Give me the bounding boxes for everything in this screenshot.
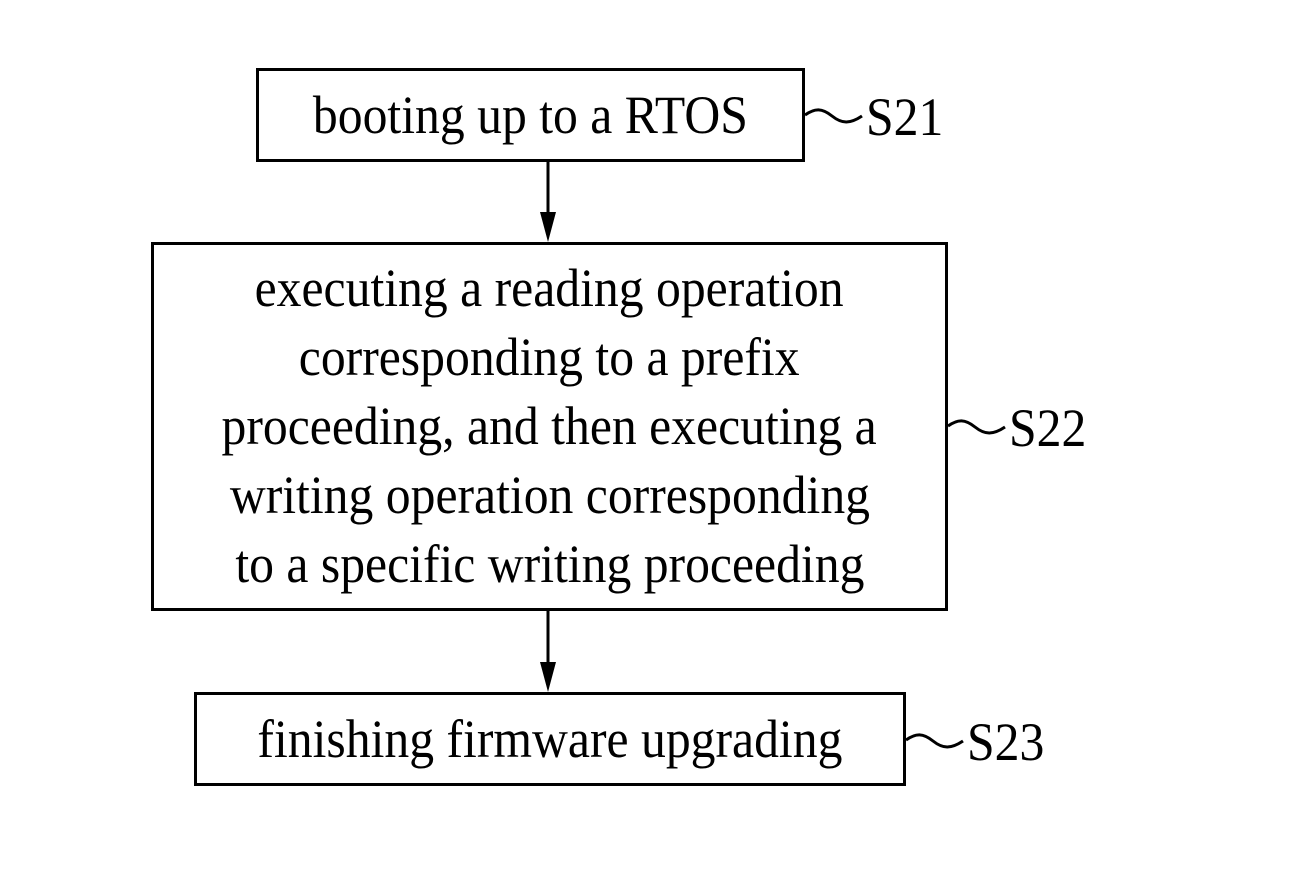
arrow-s21-to-s22 bbox=[540, 162, 556, 242]
step-text-s22-line-1: executing a reading operation bbox=[255, 254, 844, 323]
arrow-s22-to-s23 bbox=[540, 611, 556, 692]
step-label-s23: S23 bbox=[967, 715, 1044, 769]
step-text-s22: executing a reading operation correspond… bbox=[193, 254, 905, 599]
leader-s23 bbox=[906, 735, 963, 747]
leader-s21 bbox=[805, 110, 862, 122]
step-text-s22-line-4: writing operation corresponding bbox=[229, 461, 869, 530]
step-box-s22: executing a reading operation correspond… bbox=[151, 242, 948, 611]
step-box-s21: booting up to a RTOS bbox=[256, 68, 805, 162]
step-label-s21: S21 bbox=[866, 90, 943, 144]
step-text-s22-line-2: corresponding to a prefix bbox=[299, 323, 800, 392]
step-text-s21: booting up to a RTOS bbox=[313, 81, 748, 150]
step-label-s22: S22 bbox=[1009, 401, 1086, 455]
step-text-s22-line-5: to a specific writing proceeding bbox=[235, 530, 864, 599]
step-box-s23: finishing firmware upgrading bbox=[194, 692, 906, 786]
step-text-s23: finishing firmware upgrading bbox=[257, 705, 842, 774]
step-text-s22-line-3: proceeding, and then executing a bbox=[222, 392, 877, 461]
leader-s22 bbox=[948, 421, 1005, 433]
